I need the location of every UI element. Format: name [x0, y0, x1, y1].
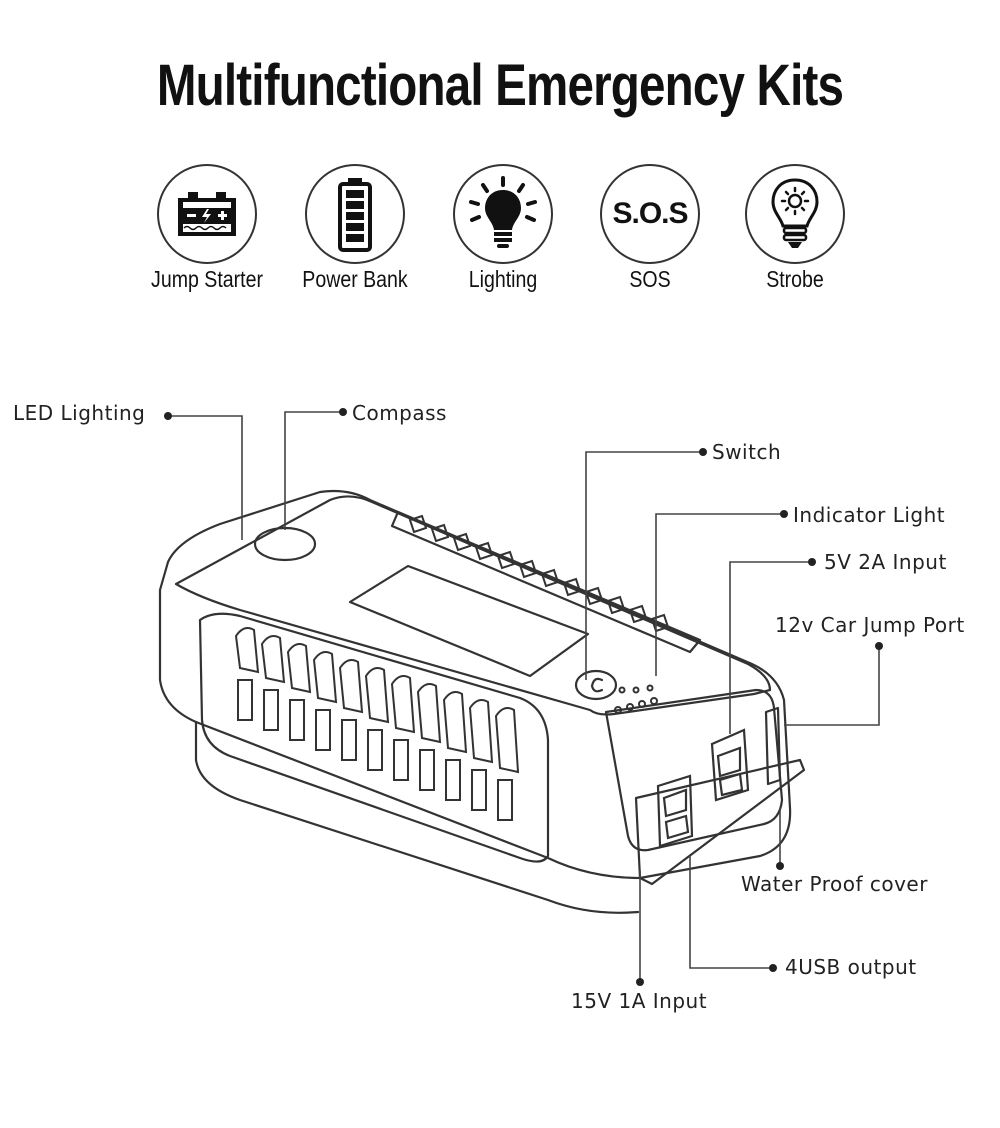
top-vent-strip: [390, 510, 702, 654]
device-housing: [158, 489, 792, 880]
power-button: [574, 669, 618, 701]
feature-sos: S.O.S SOS: [580, 164, 720, 293]
feature-label: Lighting: [468, 266, 538, 292]
sos-icon: S.O.S: [600, 164, 700, 264]
car-jump-port: [764, 706, 782, 786]
indicator-lights: [614, 684, 658, 714]
feature-label: Jump Starter: [151, 266, 263, 292]
feature-power-bank: Power Bank: [285, 164, 425, 293]
callout-compass: Compass: [352, 401, 447, 425]
feature-strobe: Strobe: [725, 164, 865, 293]
sos-icon-text: S.O.S: [612, 197, 688, 230]
feature-label: Strobe: [766, 266, 824, 292]
callout-15v-input: 15V 1A Input: [571, 989, 708, 1013]
callout-switch: Switch: [712, 440, 782, 464]
callout-indicator-light: Indicator Light: [793, 503, 946, 527]
usb-ports: [656, 728, 750, 848]
callout-usb-output: 4USB output: [785, 955, 917, 979]
feature-label: SOS: [629, 266, 671, 292]
feature-jump-starter: Jump Starter: [137, 164, 277, 293]
battery-icon: [157, 164, 257, 264]
power-bank-icon: [305, 164, 405, 264]
light-bulb-icon: [453, 164, 553, 264]
device-top-face: [174, 495, 772, 716]
callout-led-lighting: LED Lighting: [13, 401, 146, 425]
water-proof-cover: [634, 758, 806, 886]
page-title: Multifunctional Emergency Kits: [156, 53, 844, 118]
feature-lighting: Lighting: [433, 164, 573, 293]
lcd-panel: [348, 564, 590, 678]
compass-dome: [253, 526, 317, 562]
grip-plate: [198, 612, 550, 863]
callout-car-jump-port: 12v Car Jump Port: [775, 613, 965, 637]
callout-5v-input: 5V 2A Input: [824, 550, 947, 574]
feature-label: Power Bank: [302, 266, 408, 292]
strobe-bulb-icon: [745, 164, 845, 264]
front-panel: [604, 688, 784, 852]
callout-water-proof-cover: Water Proof cover: [741, 872, 928, 896]
